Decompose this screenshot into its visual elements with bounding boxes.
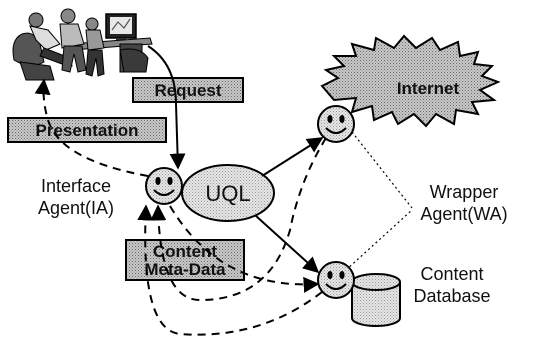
wrapper-agent-label-line2: Agent(WA) [420, 204, 507, 224]
smiley-agent-icon [317, 261, 355, 299]
people-at-computer-icon [12, 8, 153, 81]
presentation-box: Presentation [7, 117, 167, 143]
ia-to-wrapper-bottom-dashed [169, 205, 320, 293]
smiley-agent-icon [145, 167, 183, 205]
wrapper-agent-label-line1: Wrapper [430, 182, 499, 202]
wrapper-label-dotted-top [351, 131, 413, 209]
content-metadata-label-line2: Meta-Data [144, 260, 226, 279]
internet-label: Internet [397, 79, 460, 98]
content-database-label-line2: Database [413, 286, 490, 306]
cloud-burst-icon [320, 34, 501, 128]
interface-agent-label-line2: Agent(IA) [38, 198, 114, 218]
presentation-arrow [34, 78, 149, 177]
uql-to-wrapper-bottom-arrow [255, 215, 320, 274]
wrapper-agent-top-smiley [317, 105, 355, 143]
internet-cloud: Internet [320, 34, 501, 128]
uql-label: UQL [205, 181, 250, 206]
request-box: Request [132, 77, 244, 103]
wrapper-bottom-return-arrow [137, 204, 323, 336]
content-metadata-box: Content Meta-Data [125, 239, 245, 281]
wrapper-label-dotted-bottom [345, 209, 413, 271]
content-metadata-label-line1: Content [153, 242, 218, 261]
interface-agent-smiley [145, 167, 183, 205]
request-label: Request [154, 81, 221, 100]
uql-to-wrapper-top-arrow [261, 137, 324, 177]
presentation-label: Presentation [36, 121, 139, 140]
content-database-label-line1: Content [420, 264, 483, 284]
wrapper-top-return-arrow [150, 137, 327, 302]
wrapper-agent-bottom-smiley [317, 261, 355, 299]
smiley-agent-icon [317, 105, 355, 143]
request-arrow [147, 45, 186, 170]
interface-agent-label-line1: Interface [41, 176, 111, 196]
uql-node: UQL [181, 164, 275, 222]
database-cylinder-icon [351, 273, 401, 327]
